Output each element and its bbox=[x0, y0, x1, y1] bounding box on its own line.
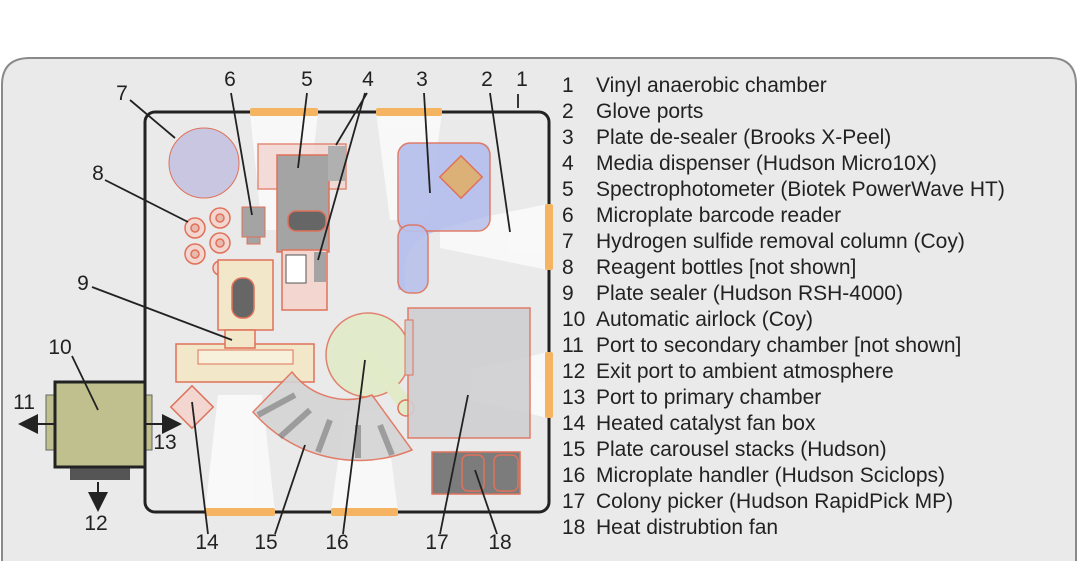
callout-3: 3 bbox=[416, 68, 428, 91]
barcode-reader bbox=[241, 206, 266, 245]
callout-18: 18 bbox=[488, 531, 511, 554]
callout-12: 12 bbox=[84, 512, 107, 535]
hydrogen-sulfide-column bbox=[168, 127, 240, 199]
spectrophotometer bbox=[257, 143, 347, 253]
port-arrows bbox=[18, 414, 182, 512]
colony-picker bbox=[404, 307, 531, 439]
callout-4: 4 bbox=[362, 68, 374, 91]
media-dispenser bbox=[281, 249, 328, 311]
callout-11: 11 bbox=[13, 391, 35, 414]
callout-15: 15 bbox=[254, 531, 277, 554]
callout-9: 9 bbox=[77, 272, 89, 295]
callout-labels: 1 2 3 4 5 6 7 8 9 10 11 12 13 14 15 16 1… bbox=[13, 68, 528, 554]
callout-14: 14 bbox=[195, 531, 219, 554]
leader-lines bbox=[71, 92, 519, 535]
callout-16: 16 bbox=[325, 531, 348, 554]
callout-8: 8 bbox=[92, 162, 104, 185]
callout-7: 7 bbox=[116, 82, 128, 105]
callout-2: 2 bbox=[481, 68, 493, 91]
plate-de-sealer bbox=[397, 142, 491, 294]
callout-5: 5 bbox=[301, 68, 313, 91]
callout-10: 10 bbox=[48, 336, 71, 359]
callout-13: 13 bbox=[153, 431, 176, 454]
plate-carousel-stacks bbox=[251, 370, 414, 462]
callout-17: 17 bbox=[425, 531, 448, 554]
callout-1: 1 bbox=[516, 68, 528, 91]
callout-6: 6 bbox=[224, 68, 236, 91]
reagent-bottles bbox=[184, 207, 231, 276]
automatic-airlock bbox=[45, 380, 153, 480]
plate-sealer bbox=[175, 259, 315, 383]
